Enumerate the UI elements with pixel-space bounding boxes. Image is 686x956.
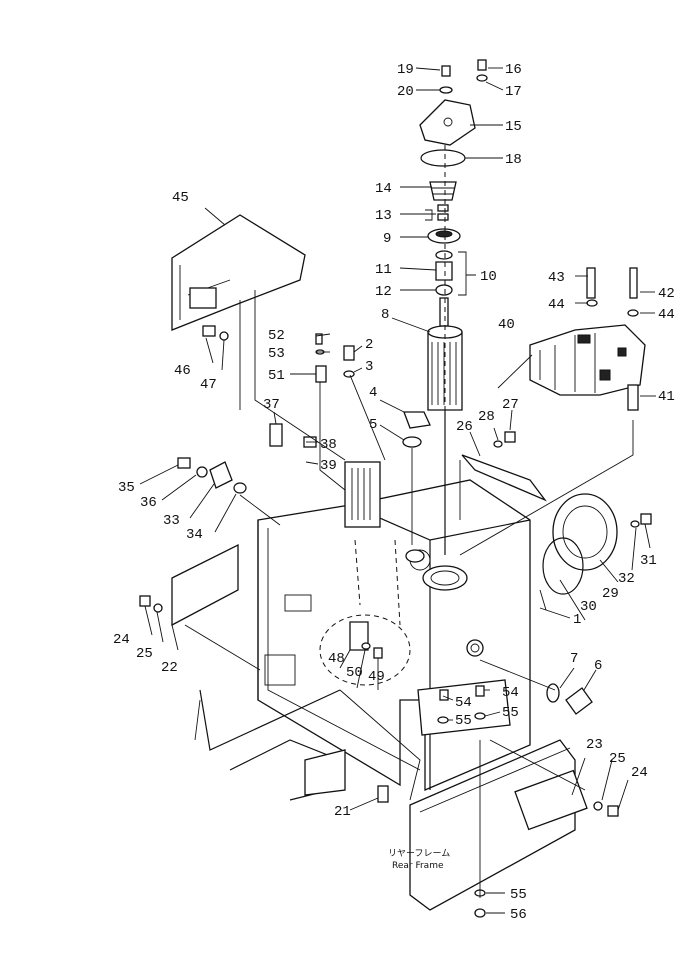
label-33: 33 <box>163 513 180 529</box>
label-21: 21 <box>334 804 351 820</box>
label-49: 49 <box>368 669 385 685</box>
filter-assembly <box>419 59 488 555</box>
label-56: 56 <box>510 907 527 923</box>
label-43: 43 <box>548 270 565 286</box>
label-5: 5 <box>369 417 377 433</box>
label-6: 6 <box>594 658 602 674</box>
label-44a: 44 <box>548 297 565 313</box>
label-47: 47 <box>200 377 217 393</box>
cover-plates <box>171 214 547 627</box>
label-22: 22 <box>161 660 178 676</box>
label-23: 23 <box>586 737 603 753</box>
label-29: 29 <box>602 586 619 602</box>
label-55a: 55 <box>455 713 472 729</box>
label-30: 30 <box>580 599 597 615</box>
label-54a: 54 <box>455 695 472 711</box>
label-51: 51 <box>268 368 285 384</box>
label-31: 31 <box>640 553 657 569</box>
rear-frame <box>194 689 588 911</box>
label-34: 34 <box>186 527 203 543</box>
label-44b: 44 <box>658 307 675 323</box>
label-11: 11 <box>375 262 392 278</box>
label-38: 38 <box>320 437 337 453</box>
leader-lines <box>139 67 656 914</box>
hydraulic-pump <box>529 267 646 411</box>
label-25b: 25 <box>609 751 626 767</box>
label-42: 42 <box>658 286 675 302</box>
label-19: 19 <box>397 62 414 78</box>
label-54b: 54 <box>502 685 519 701</box>
label-39: 39 <box>320 458 337 474</box>
label-10: 10 <box>480 269 497 285</box>
small-parts <box>139 325 652 918</box>
label-9: 9 <box>383 231 391 247</box>
part-labels: 19 16 20 17 15 18 14 13 9 11 10 12 8 45 … <box>113 62 675 923</box>
label-55b: 55 <box>502 705 519 721</box>
label-55c: 55 <box>510 887 527 903</box>
label-52: 52 <box>268 328 285 344</box>
label-24a: 24 <box>113 632 130 648</box>
frame-label-en: Rear Frame <box>392 861 444 871</box>
frame-label-jp: リヤーフレーム <box>388 848 450 859</box>
internal-strainer <box>269 333 381 528</box>
label-45: 45 <box>172 190 189 206</box>
label-35: 35 <box>118 480 135 496</box>
label-46: 46 <box>174 363 191 379</box>
label-41: 41 <box>658 389 675 405</box>
label-8: 8 <box>381 307 389 323</box>
label-50: 50 <box>346 665 363 681</box>
label-37: 37 <box>263 397 280 413</box>
label-18: 18 <box>505 152 522 168</box>
label-3: 3 <box>365 359 373 375</box>
label-32: 32 <box>618 571 635 587</box>
label-26: 26 <box>456 419 473 435</box>
label-4: 4 <box>369 385 377 401</box>
label-36: 36 <box>140 495 157 511</box>
label-24b: 24 <box>631 765 648 781</box>
label-40: 40 <box>498 317 515 333</box>
label-13: 13 <box>375 208 392 224</box>
label-2: 2 <box>365 337 373 353</box>
label-1: 1 <box>573 612 581 628</box>
label-25a: 25 <box>136 646 153 662</box>
label-17: 17 <box>505 84 522 100</box>
label-20: 20 <box>397 84 414 100</box>
label-15: 15 <box>505 119 522 135</box>
label-28: 28 <box>478 409 495 425</box>
label-53: 53 <box>268 346 285 362</box>
label-12: 12 <box>375 284 392 300</box>
label-27: 27 <box>502 397 519 413</box>
label-16: 16 <box>505 62 522 78</box>
label-14: 14 <box>375 181 392 197</box>
label-48: 48 <box>328 651 345 667</box>
label-7: 7 <box>570 651 578 667</box>
